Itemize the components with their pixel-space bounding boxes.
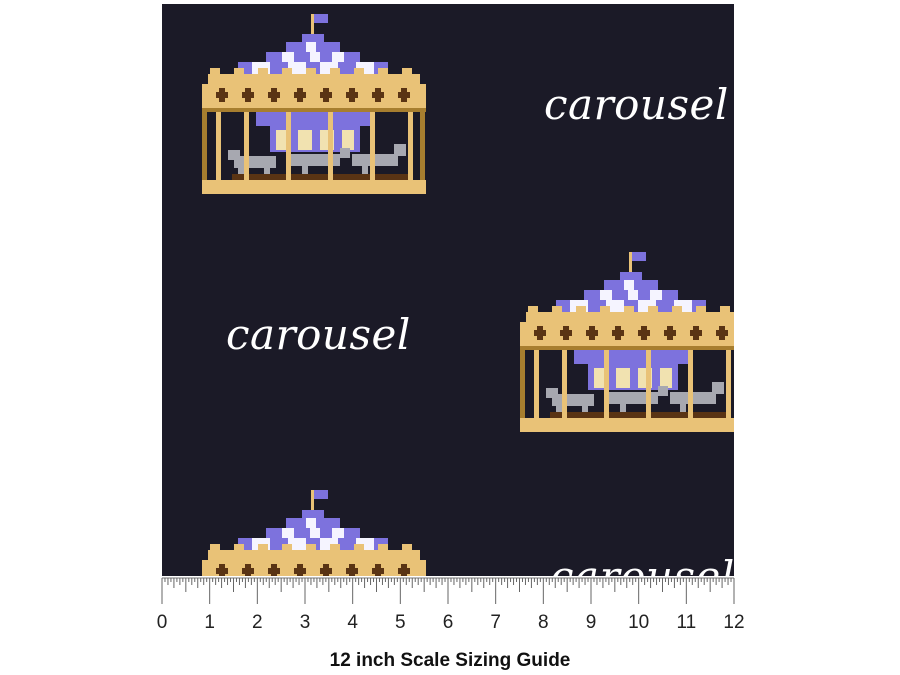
ruler-label: 7 <box>490 612 501 633</box>
ruler-label: 5 <box>395 612 406 633</box>
carousel-icon <box>202 10 426 194</box>
ruler <box>161 577 735 604</box>
ruler-label: 4 <box>347 612 358 633</box>
carousel-word: carousel <box>226 310 411 359</box>
carousel-word: carousel <box>550 552 734 576</box>
ruler-label: 3 <box>299 612 311 633</box>
carousel-icon <box>520 248 734 432</box>
ruler-label: 10 <box>628 612 650 633</box>
ruler-label: 9 <box>585 612 597 633</box>
ruler-label: 6 <box>442 612 454 633</box>
ruler-label: 8 <box>538 612 549 633</box>
carousel-word: carousel <box>544 80 729 129</box>
ruler-label: 1 <box>204 612 215 633</box>
carousel-icon <box>202 486 426 576</box>
ruler-label: 12 <box>723 612 745 633</box>
ruler-label: 2 <box>252 612 263 633</box>
ruler-label: 11 <box>676 612 697 633</box>
product-pattern-swatch: carousel carousel carousel <box>162 4 734 576</box>
ruler-label: 0 <box>156 612 168 633</box>
sizing-guide-caption: 12 inch Scale Sizing Guide <box>329 650 571 671</box>
